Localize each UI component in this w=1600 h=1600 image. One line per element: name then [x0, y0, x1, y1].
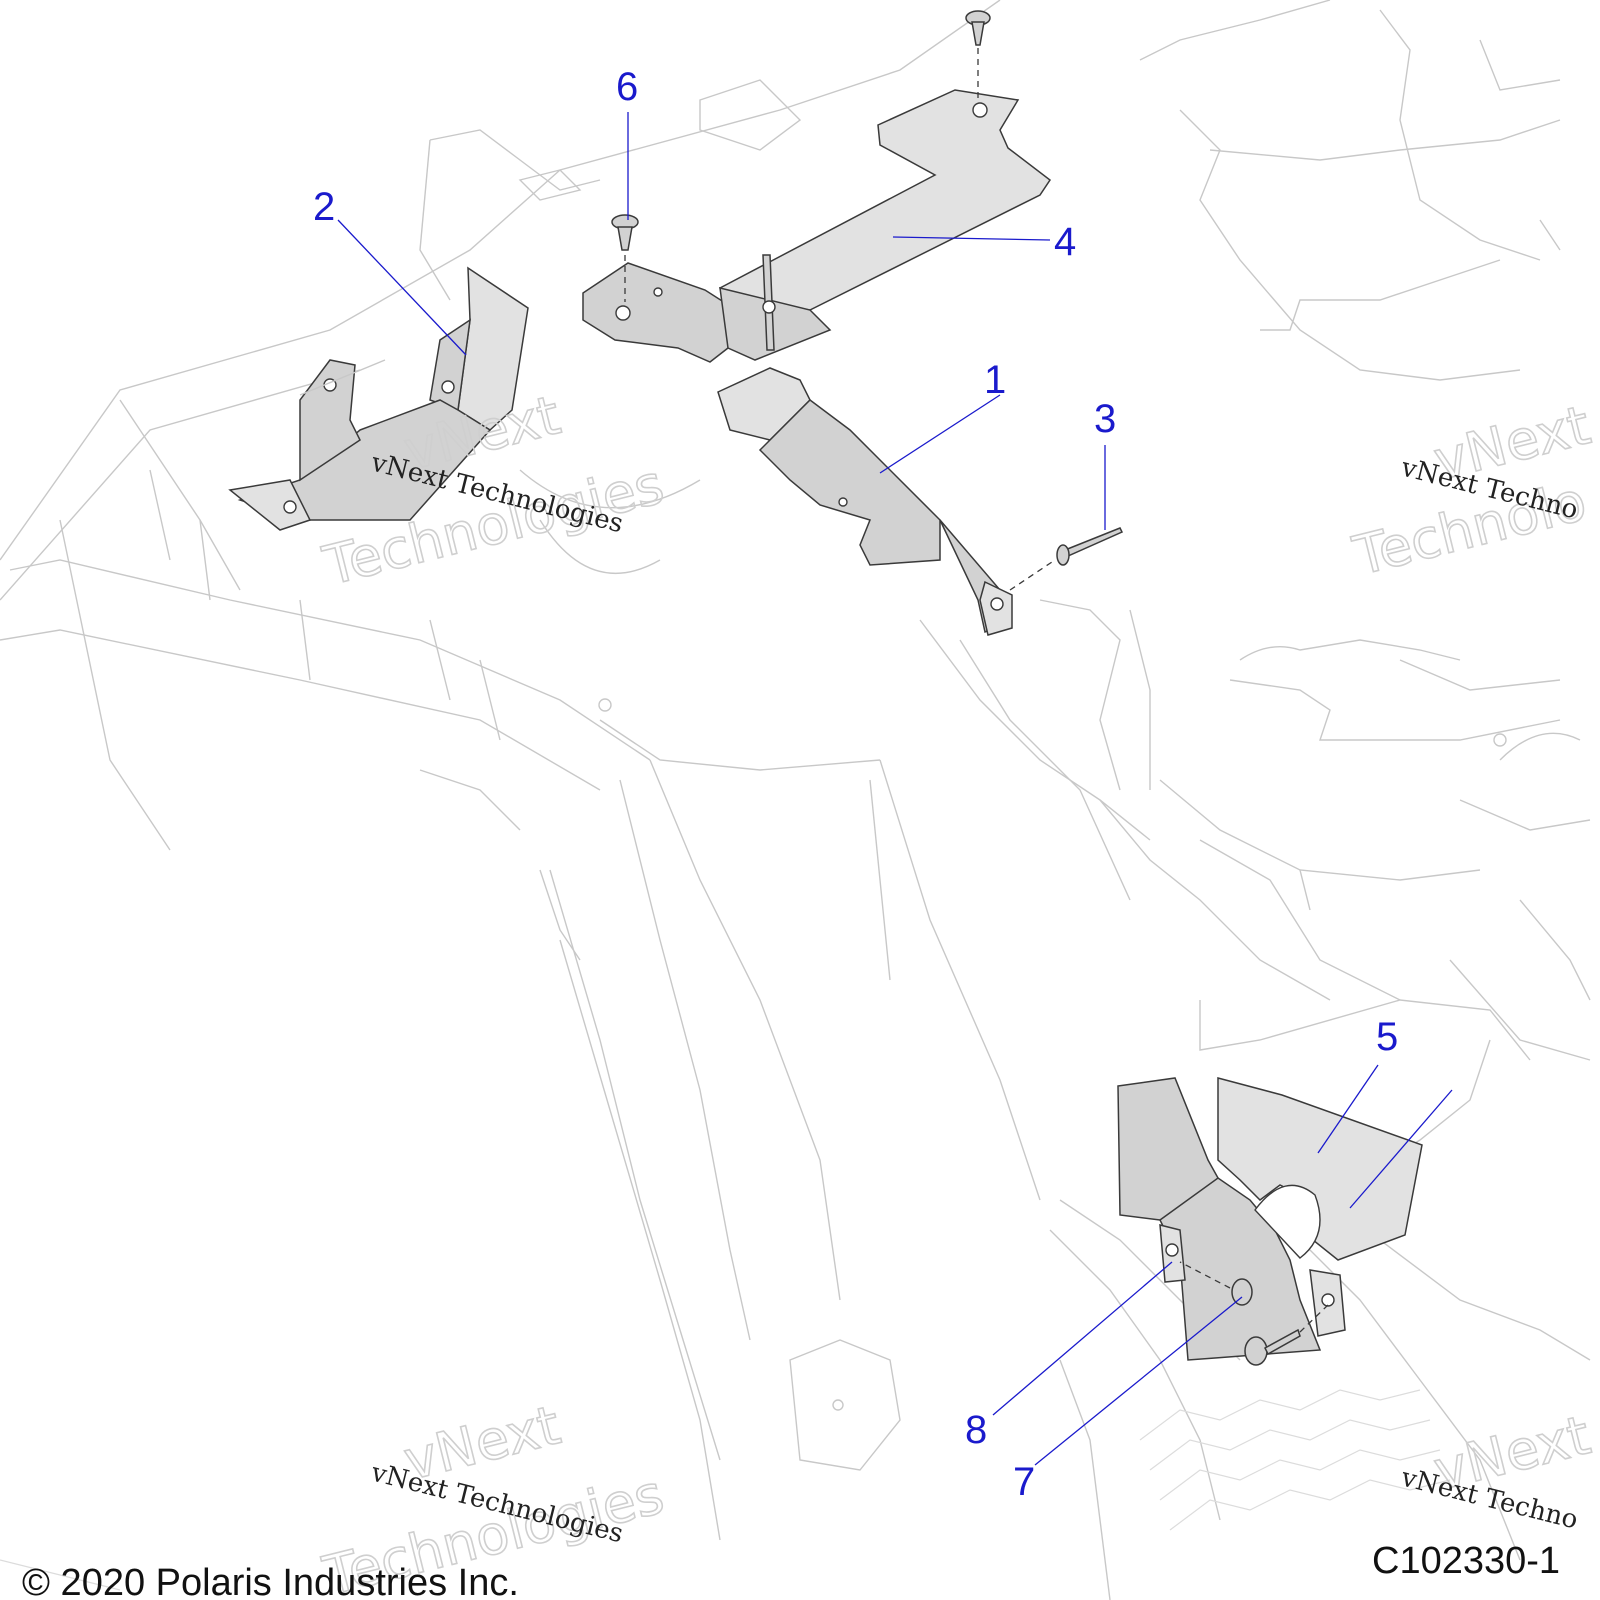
- leader-7: [1034, 1296, 1243, 1466]
- watermark-top-right: vNext Technolo vNext Techno: [1346, 393, 1597, 589]
- callout-1: 1: [984, 358, 1006, 402]
- screw-7-upper: [1179, 1261, 1253, 1306]
- callout-3: 3: [1094, 397, 1116, 441]
- watermark-bottom-right: vNext vNext Techno: [1397, 1403, 1597, 1536]
- rivet-3: [1009, 527, 1124, 591]
- part-5-lower-shield: [1117, 1077, 1423, 1361]
- fastener-6-left: [611, 214, 639, 302]
- leader-1: [879, 394, 1001, 474]
- leader-8: [992, 1261, 1173, 1416]
- leader-5: [1317, 1064, 1379, 1154]
- callout-8: 8: [965, 1408, 987, 1452]
- leader-lines: [337, 112, 1453, 1466]
- leader-4: [892, 236, 1051, 241]
- fastener-6-top: [965, 10, 991, 100]
- callout-5: 5: [1376, 1015, 1398, 1059]
- callout-7: 7: [1013, 1460, 1035, 1504]
- part-4-upper-bracket: [582, 89, 1052, 363]
- part-1-center-bracket: [717, 254, 1013, 636]
- part-2-left-bracket: [228, 266, 529, 531]
- callout-6: 6: [616, 65, 638, 109]
- callout-4: 4: [1054, 220, 1076, 264]
- leader-5b: [1349, 1089, 1453, 1209]
- leader-2: [337, 219, 467, 356]
- callouts: 1 2 3 4 5 6 7 8: [313, 65, 1398, 1504]
- figure-id: C102330-1: [1372, 1540, 1560, 1582]
- copyright-text: © 2020 Polaris Industries Inc.: [22, 1562, 519, 1600]
- callout-2: 2: [313, 185, 335, 229]
- screw-7-lower: [1244, 1304, 1329, 1366]
